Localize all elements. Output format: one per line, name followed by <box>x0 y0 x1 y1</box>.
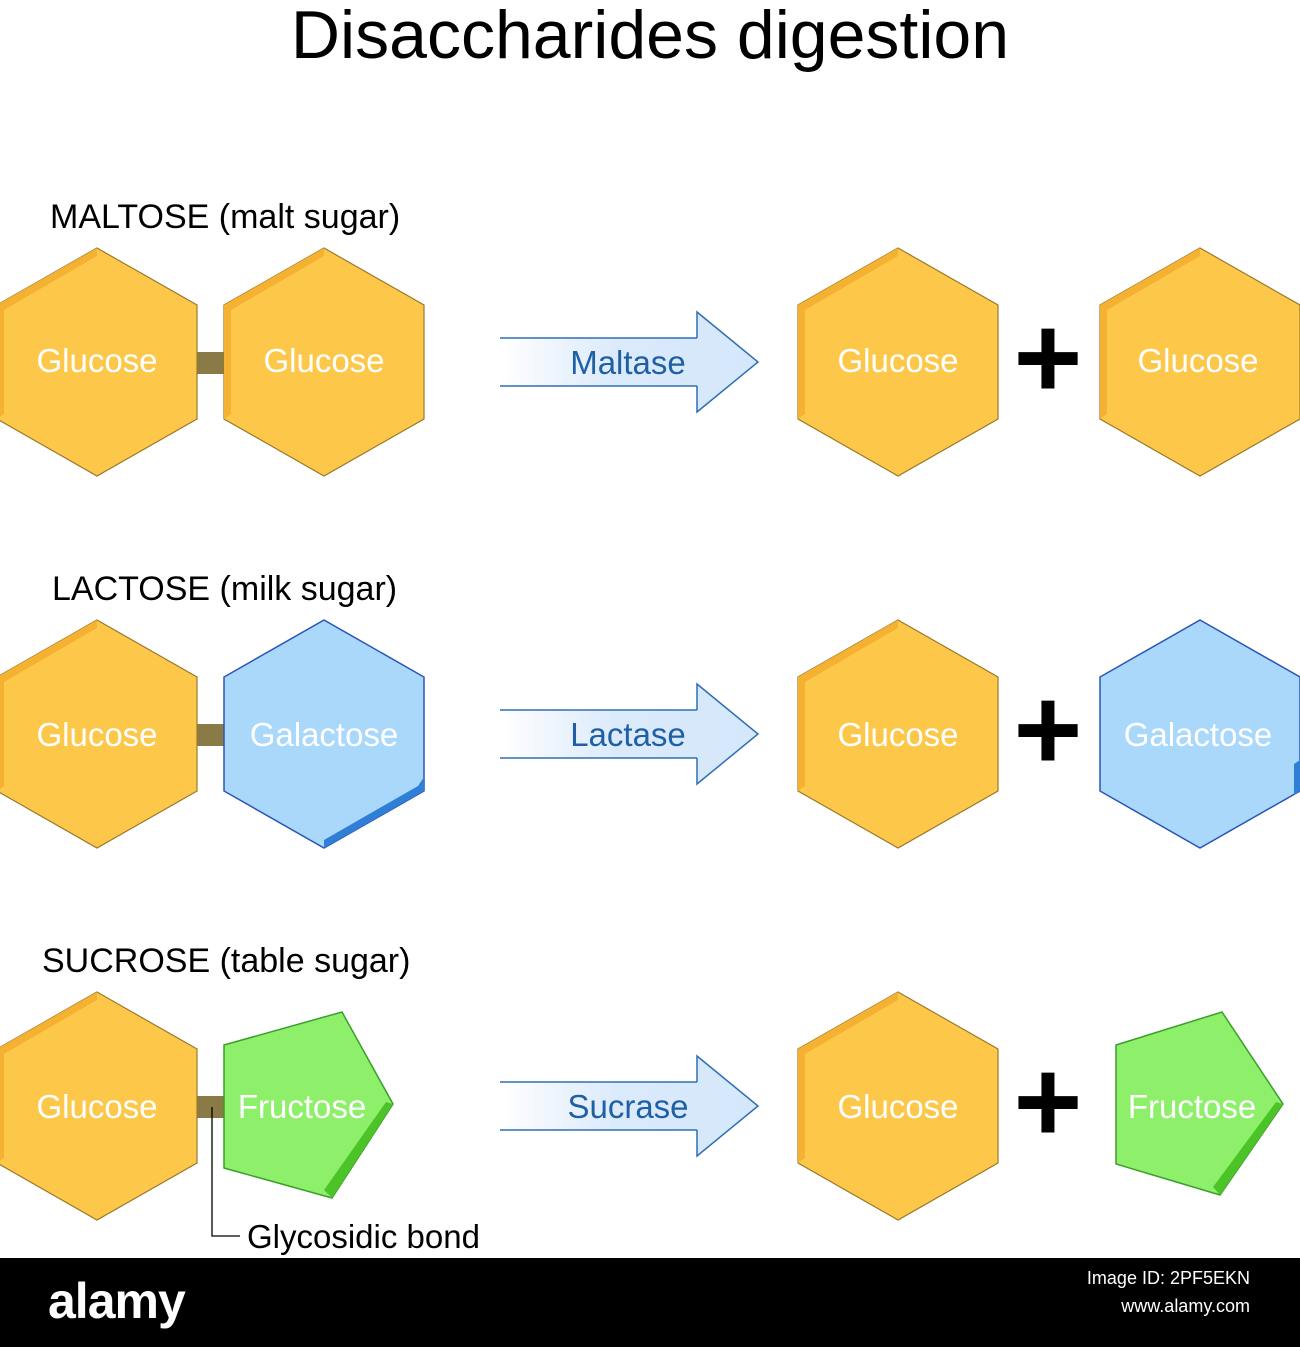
lactose-row: Glucose Galactose Lactase Glucose + Gala… <box>0 619 1300 849</box>
glucose-molecule: Glucose <box>0 247 198 477</box>
sucrose-heading: SUCROSE (table sugar) <box>42 942 411 980</box>
galactose-molecule: Galactose <box>1099 619 1300 849</box>
page-title: Disaccharides digestion <box>290 0 1010 73</box>
glucose-molecule: Glucose <box>797 619 999 849</box>
glucose-molecule: Glucose <box>0 619 198 849</box>
galactose-label: Galactose <box>250 716 399 753</box>
enzyme-label: Maltase <box>570 344 686 381</box>
glucose-label: Glucose <box>263 342 384 379</box>
plus-sign: + <box>1014 1036 1083 1168</box>
glucose-molecule: Glucose <box>1099 247 1300 477</box>
glucose-molecule: Glucose <box>797 991 999 1221</box>
glycosidic-bond <box>196 724 228 746</box>
image-credit: Image ID: 2PF5EKN www.alamy.com <box>1087 1264 1250 1320</box>
source-url: www.alamy.com <box>1121 1296 1250 1316</box>
glucose-label: Glucose <box>36 716 157 753</box>
lactase-arrow: Lactase <box>500 682 760 786</box>
fructose-molecule: Fructose <box>223 1011 394 1199</box>
glucose-label: Glucose <box>36 1088 157 1125</box>
glucose-molecule: Glucose <box>797 247 999 477</box>
plus-sign: + <box>1014 292 1083 424</box>
maltase-arrow: Maltase <box>500 310 760 414</box>
enzyme-label: Lactase <box>570 716 686 753</box>
glucose-label: Glucose <box>837 1088 958 1125</box>
galactose-molecule: Galactose <box>223 619 425 849</box>
glucose-label: Glucose <box>837 342 958 379</box>
glucose-label: Glucose <box>36 342 157 379</box>
lactose-heading: LACTOSE (milk sugar) <box>52 570 398 608</box>
image-id: Image ID: 2PF5EKN <box>1086 1268 1250 1288</box>
alamy-logo: alamy <box>48 1273 186 1329</box>
glucose-label: Glucose <box>837 716 958 753</box>
glucose-molecule: Glucose <box>0 991 198 1221</box>
sucrase-arrow: Sucrase <box>500 1054 760 1158</box>
glycosidic-bond-callout: Glycosidic bond <box>211 1107 480 1255</box>
glycosidic-bond <box>196 352 228 374</box>
fructose-label: Fructose <box>238 1088 366 1125</box>
sucrose-row: Glucose Fructose Glycosidic bond Sucrase… <box>0 991 1284 1255</box>
glycosidic-bond-label: Glycosidic bond <box>247 1218 480 1255</box>
fructose-molecule: Fructose <box>1115 1011 1284 1196</box>
enzyme-label: Sucrase <box>567 1088 688 1125</box>
watermark-footer: alamy Image ID: 2PF5EKN www.alamy.com <box>0 1258 1300 1347</box>
maltose-row: Glucose Glucose Maltase Glucose + Glucos… <box>0 247 1300 477</box>
fructose-label: Fructose <box>1128 1088 1256 1125</box>
galactose-label: Galactose <box>1124 716 1273 753</box>
maltose-heading: MALTOSE (malt sugar) <box>50 198 401 236</box>
glucose-label: Glucose <box>1137 342 1258 379</box>
plus-sign: + <box>1014 664 1083 796</box>
digestion-diagram: Glucose Glucose Maltase Glucose + Glucos… <box>0 247 1300 1255</box>
glucose-molecule: Glucose <box>223 247 425 477</box>
